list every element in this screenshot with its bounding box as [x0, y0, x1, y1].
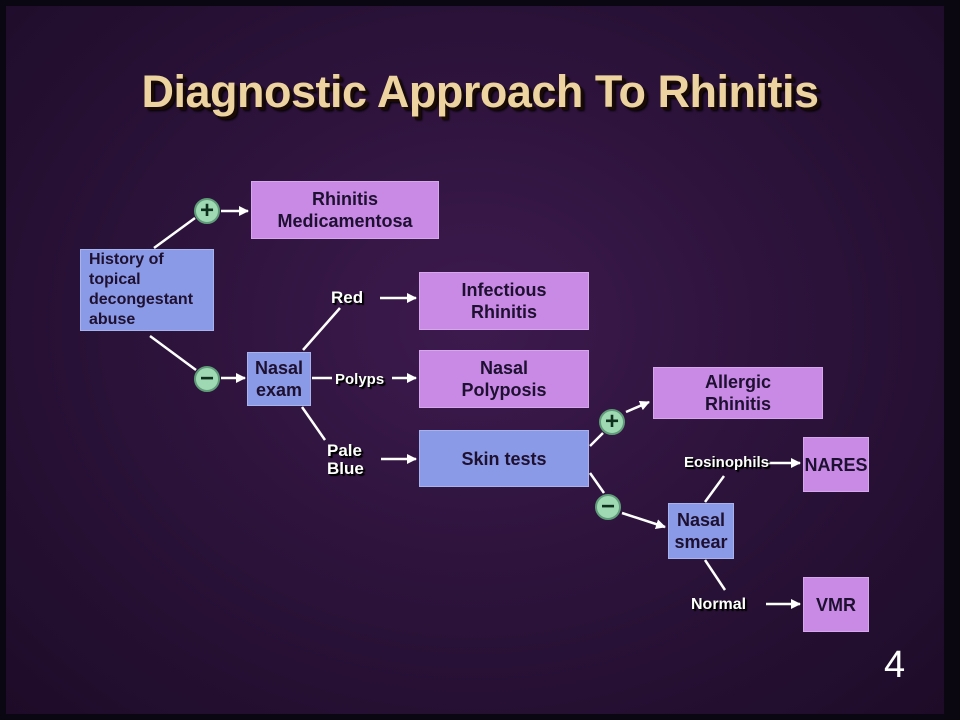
node-nasal-exam-line-1: Nasal — [254, 358, 304, 378]
edge-label-blue: Blue — [327, 459, 364, 478]
node-skin-tests-label: Skin tests — [461, 448, 547, 469]
node-infectious-line-2: Rhinitis — [471, 302, 537, 322]
connector-skin-to-minus — [588, 472, 606, 494]
connector-history-to-plus — [153, 216, 196, 250]
node-nares-label: NARES — [804, 454, 868, 475]
edge-label-pale: Pale — [327, 441, 362, 460]
node-allergic-rhinitis: Allergic Rhinitis — [653, 367, 823, 419]
node-nasal-polyposis: Nasal Polyposis — [419, 350, 589, 408]
node-nasal-smear-line-1: Nasal — [676, 510, 726, 530]
arrow-plus-to-allergic — [625, 400, 650, 414]
node-allergic-line-2: Rhinitis — [705, 394, 771, 414]
slide-border — [944, 0, 960, 720]
node-rhinitis-medicamentosa: Rhinitis Medicamentosa — [251, 181, 439, 239]
node-nasal-smear-line-2: smear — [674, 532, 728, 552]
node-nasal-smear: Nasal smear — [668, 503, 734, 559]
arrow-minus-to-smear — [621, 511, 666, 529]
node-history-topical-decongestant-abuse: History of topical decongestant abuse — [80, 249, 214, 331]
minus-sign-icon: − — [595, 494, 621, 520]
node-polyposis-line-2: Polyposis — [461, 380, 547, 400]
edge-label-normal: Normal — [691, 596, 747, 613]
connector-exam-to-red — [302, 307, 341, 351]
node-medicamentosa-line-2: Medicamentosa — [277, 211, 413, 231]
node-vmr: VMR — [803, 577, 869, 632]
plus-sign-icon: + — [194, 198, 220, 224]
node-vmr-label: VMR — [816, 594, 856, 615]
connector-exam-to-paleblue — [300, 406, 327, 441]
node-polyposis-line-1: Nasal — [479, 358, 529, 378]
page-number: 4 — [884, 644, 906, 686]
connector-smear-to-normal — [703, 559, 727, 591]
edge-label-eosinophils: Eosinophils — [684, 454, 770, 471]
node-infectious-rhinitis: Infectious Rhinitis — [419, 272, 589, 330]
node-history-line-3: decongestant — [89, 291, 194, 308]
node-nares: NARES — [803, 437, 869, 492]
node-history-line-4: abuse — [89, 311, 136, 328]
connector-skin-to-plus — [589, 432, 604, 447]
node-allergic-line-1: Allergic — [704, 372, 772, 392]
node-infectious-line-1: Infectious — [461, 280, 547, 300]
edge-label-red: Red — [331, 288, 364, 307]
plus-sign-icon: + — [599, 409, 625, 435]
edge-label-polyps: Polyps — [335, 371, 385, 388]
node-skin-tests: Skin tests — [419, 430, 589, 487]
node-history-line-2: topical — [89, 271, 141, 288]
connector-smear-to-eosinophils — [703, 475, 726, 503]
minus-sign-icon: − — [194, 366, 220, 392]
node-history-line-1: History of — [89, 251, 164, 268]
slide-title: Diagnostic Approach To Rhinitis — [141, 66, 819, 117]
node-medicamentosa-line-1: Rhinitis — [312, 189, 378, 209]
node-nasal-exam-line-2: exam — [255, 380, 303, 400]
connector-history-to-minus — [149, 334, 197, 372]
node-nasal-exam: Nasal exam — [247, 352, 311, 406]
